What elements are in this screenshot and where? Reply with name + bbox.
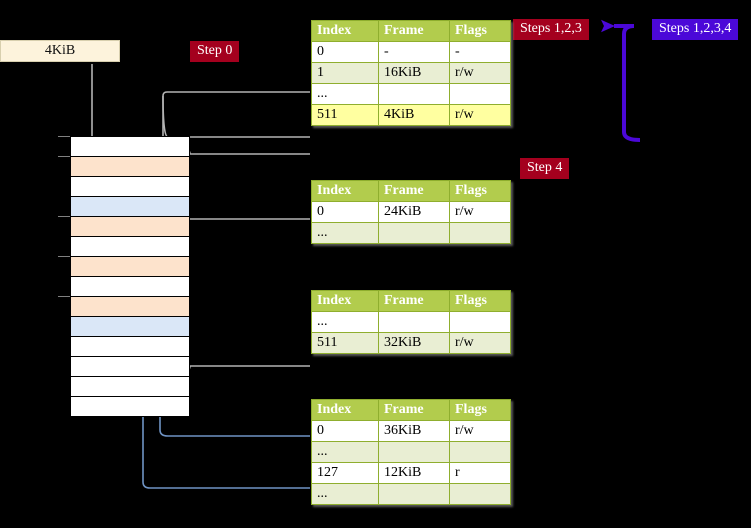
memory-frame-1 [70,156,190,177]
level-4-table-r3-frame [378,483,450,505]
level-4-table-r1-frame [378,441,450,463]
level-3-table-header-flags: Flags [449,290,511,312]
table-row: ... [311,311,511,333]
badge-steps-1234-label: Steps 1,2,3,4 [659,21,732,36]
level-1-table-r0-flags: - [449,41,511,63]
memory-frame-11 [70,356,190,377]
level-4-table-header-flags: Flags [449,399,511,421]
badge-steps-1234: Steps 1,2,3,4 [652,19,739,40]
level-2-table-header-index: Index [311,180,379,202]
level-4-table-r2-index: 127 [311,462,379,484]
memory-frame-7 [70,276,190,297]
level-3-table-r0-index: ... [311,311,379,333]
level-1-table-r2-flags [449,83,511,105]
memory-frame-tick-8 [58,296,70,297]
memory-frame-6 [70,256,190,277]
badge-step-0-label: Step 0 [197,43,233,58]
level-2-table-r0-flags: r/w [449,201,511,223]
wire-frame-to-table1 [179,147,310,155]
memory-frame-8 [70,296,190,317]
level-2-table-r0-index: 0 [311,201,379,223]
memory-frame-4 [70,216,190,237]
memory-frame-tick-0 [58,136,70,137]
level-4-table-r1-index: ... [311,441,379,463]
memory-frame-10 [70,336,190,357]
table-row: ... [311,222,511,244]
memory-frame-tick-4 [58,216,70,217]
level-3-table-r1-flags: r/w [449,332,511,354]
memory-frame-2 [70,176,190,197]
level-4-table-header-index: Index [311,399,379,421]
level-1-table-r3-frame: 4KiB [378,104,450,126]
level-3-table-header-index: Index [311,290,379,312]
level-1-table-r3-index: 511 [311,104,379,126]
table-row: ... [311,441,511,463]
level-2-table-r1-flags [449,222,511,244]
level-1-table-r3-flags: r/w [449,104,511,126]
level-4-table-r2-frame: 12KiB [378,462,450,484]
memory-frame-tick-1 [58,156,70,157]
badge-step-4: Step 4 [520,158,570,179]
level-4-table-r1-flags [449,441,511,463]
level-3-table-r1-frame: 32KiB [378,332,450,354]
memory-frame-3 [70,196,190,217]
badge-step-4-label: Step 4 [527,160,563,175]
badge-step-0: Step 0 [190,41,240,62]
wire-frame-to-table3 [179,365,310,373]
level-2-table-header-frame: Frame [378,180,450,202]
wire-table1-row511-left [162,91,310,138]
level-1-table-r0-frame: - [378,41,450,63]
level-4-table-r3-index: ... [311,483,379,505]
level-4-table-r0-index: 0 [311,420,379,442]
level-3-table-header-frame: Frame [378,290,450,312]
badge-steps-123: Steps 1,2,3 [513,19,589,40]
level-4-table-r0-frame: 36KiB [378,420,450,442]
badge-steps-123-label: Steps 1,2,3 [520,21,582,36]
memory-frame-12 [70,376,190,397]
wire-table2-to-frame [179,218,310,257]
memory-frame-0 [70,136,190,157]
level-1-table-header-flags: Flags [449,20,511,42]
level-4-table-header-frame: Frame [378,399,450,421]
level-2-table-r0-frame: 24KiB [378,201,450,223]
level-1-table-header-index: Index [311,20,379,42]
wire-steps-arrow [622,24,641,142]
level-1-table-r1-index: 1 [311,62,379,84]
level-1-table-header-frame: Frame [378,20,450,42]
level-4-table-r3-flags [449,483,511,505]
level-1-table-r0-index: 0 [311,41,379,63]
level-2-table-r1-index: ... [311,222,379,244]
page-size-label: 4KiB [44,43,76,58]
level-4-table-r2-flags: r [449,462,511,484]
level-1-table-r2-frame [378,83,450,105]
memory-frame-9 [70,316,190,337]
level-2-table-header-flags: Flags [449,180,511,202]
table-row: ... [311,483,511,505]
table-row: ... [311,83,511,105]
level-1-table-r1-flags: r/w [449,62,511,84]
memory-frame-13 [70,396,190,417]
table-row: 0-- [311,41,511,63]
memory-frame-tick-6 [58,256,70,257]
level-3-table-r0-frame [378,311,450,333]
level-3-table-r1-index: 511 [311,332,379,354]
page-size-box: 4KiB [0,40,120,62]
level-3-table-r0-flags [449,311,511,333]
level-2-table-r1-frame [378,222,450,244]
level-1-table-r1-frame: 16KiB [378,62,450,84]
memory-frame-5 [70,236,190,257]
level-1-table-r2-index: ... [311,83,379,105]
level-4-table-r0-flags: r/w [449,420,511,442]
